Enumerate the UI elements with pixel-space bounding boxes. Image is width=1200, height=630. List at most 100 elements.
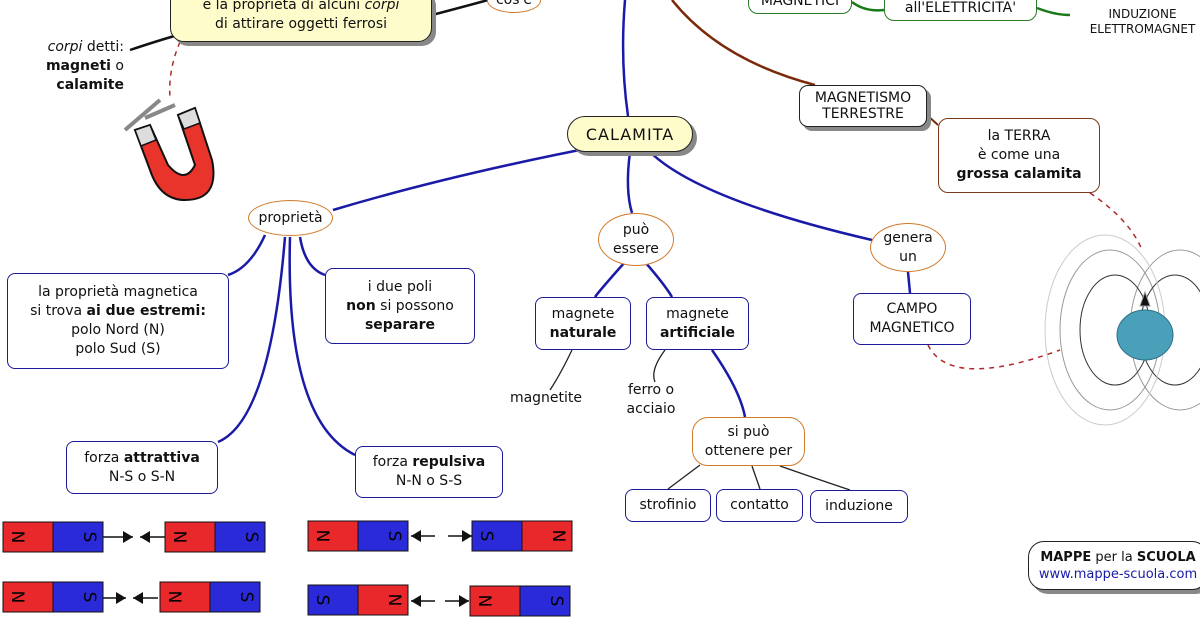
north-pole bbox=[469, 585, 521, 617]
arrow-head bbox=[411, 530, 421, 542]
puo-essere-link-node[interactable]: può essere bbox=[598, 213, 674, 266]
text: i due poli bbox=[367, 278, 433, 295]
pole-label: N bbox=[474, 595, 494, 608]
link bbox=[593, 261, 626, 298]
arrow-head bbox=[133, 592, 143, 604]
text: cos'è bbox=[495, 0, 533, 8]
poli-estremi-node[interactable]: la proprietà magnetica si trova ai due e… bbox=[7, 273, 229, 369]
text: forza repulsiva bbox=[372, 454, 486, 470]
text: la TERRA bbox=[987, 128, 1051, 144]
text: genera bbox=[883, 229, 933, 246]
text: forza attrattiva bbox=[84, 449, 200, 466]
text: magnete bbox=[551, 305, 615, 322]
text: CALAMITA bbox=[585, 124, 675, 144]
north-pole bbox=[357, 584, 409, 616]
due-poli-node[interactable]: i due poli non si possono separare bbox=[325, 268, 475, 344]
text: MAGNETICO bbox=[869, 320, 955, 336]
horseshoe-magnet-icon bbox=[123, 98, 215, 202]
text: contatto bbox=[730, 497, 789, 513]
pole-label: N bbox=[7, 531, 27, 544]
earth-magnetic-field-icon bbox=[1044, 234, 1200, 426]
south-pole bbox=[519, 585, 571, 617]
text: è come una bbox=[977, 147, 1061, 163]
genera-link-node[interactable]: genera un bbox=[870, 223, 946, 272]
text: CAMPO bbox=[886, 301, 938, 317]
arrow-head bbox=[462, 530, 472, 542]
magnete-naturale-node[interactable]: magnete naturale bbox=[535, 297, 631, 350]
text: strofinio bbox=[639, 497, 697, 513]
text: TERRESTRE bbox=[822, 106, 904, 122]
arrow-head bbox=[459, 595, 469, 607]
link bbox=[298, 236, 326, 277]
text: separare bbox=[364, 316, 436, 333]
text: grossa calamita bbox=[956, 166, 1082, 182]
pole-label: S bbox=[241, 532, 261, 543]
pole-label: N bbox=[7, 591, 27, 604]
elettricita-node[interactable]: all'ELETTRICITA' bbox=[884, 0, 1037, 21]
contatto-node[interactable]: contatto bbox=[716, 489, 803, 522]
text: MAPPE per la SCUOLA bbox=[1040, 549, 1196, 565]
magnetici-node[interactable]: MAGNETICI bbox=[748, 0, 852, 14]
pole-label: S bbox=[79, 532, 99, 543]
text: MAGNETICI bbox=[760, 0, 840, 9]
text: essere bbox=[613, 240, 659, 257]
proprieta-link-node[interactable]: proprietà bbox=[248, 200, 333, 236]
footer-badge[interactable]: MAPPE per la SCUOLA www.mappe-scuola.com bbox=[1028, 541, 1200, 590]
text: si trova ai due estremi: bbox=[30, 303, 206, 319]
arrow-head bbox=[123, 531, 133, 543]
text: naturale bbox=[549, 324, 617, 341]
link bbox=[649, 151, 873, 242]
campo-magnetico-node[interactable]: CAMPO MAGNETICO bbox=[853, 293, 971, 345]
south-pole bbox=[307, 584, 359, 616]
south-pole bbox=[357, 520, 409, 552]
text: N-S o S-N bbox=[108, 468, 176, 485]
text: può bbox=[622, 221, 650, 238]
definition-node[interactable]: è la proprietà di alcuni corpi di attira… bbox=[170, 0, 432, 42]
link bbox=[217, 236, 287, 444]
text: polo Nord (N) bbox=[71, 322, 165, 338]
footer-link: www.mappe-scuola.com bbox=[1038, 566, 1198, 582]
pole-label: N bbox=[169, 531, 189, 544]
text: la proprietà magnetica bbox=[38, 284, 198, 300]
north-pole bbox=[521, 520, 573, 552]
link bbox=[644, 261, 674, 298]
pole-label: N bbox=[164, 591, 184, 604]
terra-node[interactable]: la TERRA è come una grossa calamita bbox=[938, 118, 1100, 193]
north-pole bbox=[164, 521, 216, 553]
link bbox=[626, 151, 634, 214]
induzione-node[interactable]: induzione bbox=[810, 490, 908, 523]
text: non si possono bbox=[346, 297, 454, 314]
link bbox=[227, 234, 267, 277]
calamita-main-node[interactable]: CALAMITA bbox=[567, 116, 693, 152]
text: N-N o S-S bbox=[395, 473, 463, 489]
pole-label: S bbox=[384, 531, 404, 542]
strofinio-node[interactable]: strofinio bbox=[625, 489, 711, 522]
link bbox=[288, 236, 356, 457]
link bbox=[710, 349, 747, 418]
pole-label: S bbox=[312, 595, 332, 606]
pole-label: S bbox=[79, 592, 99, 603]
text: un bbox=[899, 248, 917, 265]
pole-label: S bbox=[546, 596, 566, 607]
text: è la proprietà di alcuni bbox=[202, 0, 365, 13]
south-pole bbox=[471, 520, 523, 552]
text: polo Sud (S) bbox=[75, 341, 161, 357]
north-pole bbox=[159, 581, 211, 613]
north-pole bbox=[307, 520, 359, 552]
pole-label: N bbox=[548, 530, 568, 543]
text: MAGNETISMO bbox=[814, 90, 912, 106]
